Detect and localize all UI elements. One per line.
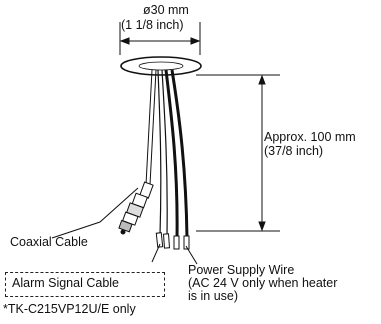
wire-ends xyxy=(155,232,190,250)
power-supply-label-line3: is in use) xyxy=(188,289,239,303)
alarm-signal-label: Alarm Signal Cable xyxy=(12,276,119,290)
alarm-signal-box xyxy=(5,272,165,297)
cable-entry-ring xyxy=(120,56,202,76)
length-inch-label: (37/8 inch) xyxy=(264,144,324,158)
power-supply-label-line2: (AC 24 V only when heater xyxy=(188,276,338,290)
alarm-wire xyxy=(157,69,162,236)
length-dimension xyxy=(196,74,280,232)
coaxial-cable-label: Coaxial Cable xyxy=(10,235,88,249)
diameter-mm-label: ø30 mm xyxy=(143,3,189,17)
diameter-inch-label: (1 1/8 inch) xyxy=(121,18,184,32)
bnc-connector xyxy=(118,181,154,235)
power-supply-label-line1: Power Supply Wire xyxy=(188,263,295,277)
footnote-label: *TK-C215VP12U/E only xyxy=(3,302,136,316)
coaxial-wire xyxy=(145,69,153,186)
diameter-dimension xyxy=(119,22,201,55)
power-wire xyxy=(164,69,179,239)
leader-lines xyxy=(51,187,198,265)
wire-bundle xyxy=(145,69,189,239)
length-mm-label: Approx. 100 mm xyxy=(264,130,356,144)
